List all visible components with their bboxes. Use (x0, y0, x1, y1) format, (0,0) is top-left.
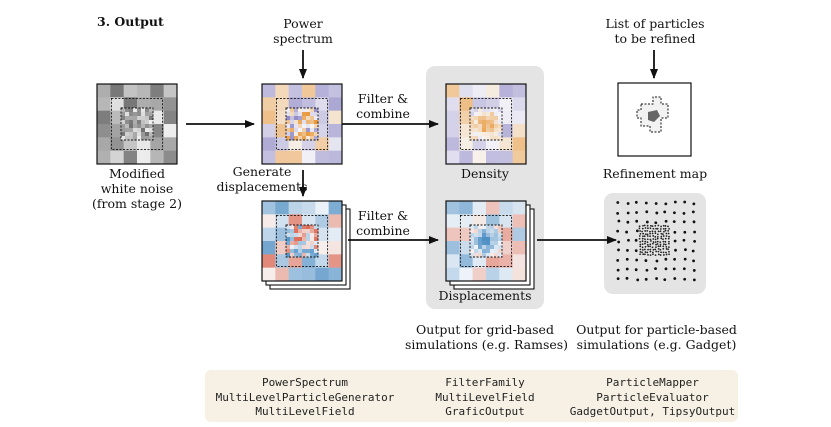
displacements-label: Displacements (438, 288, 532, 303)
particle-output-panel (604, 193, 706, 294)
power-spectrum-tile (261, 83, 343, 165)
particle-cloud (616, 200, 697, 282)
displacement-stack-tile (261, 200, 351, 290)
section-title: 3. Output (97, 14, 164, 29)
code-column-1: PowerSpectrum MultiLevelParticleGenerato… (215, 376, 395, 418)
white-noise-tile (96, 83, 178, 165)
output-particle-label: Output for particle-based simulations (e… (576, 322, 737, 352)
code-column-3: ParticleMapper ParticleEvaluator GadgetO… (569, 376, 736, 418)
refinement-map-label: Refinement map (602, 166, 708, 181)
output-grid-label: Output for grid-based simulations (e.g. … (405, 322, 569, 352)
displacement-output-tile (445, 200, 535, 290)
generate-displacements-label: Generate displacements (216, 164, 308, 194)
modified-white-noise-label: Modified white noise (from stage 2) (92, 166, 182, 211)
density-label: Density (461, 166, 509, 181)
code-class-panel (205, 370, 738, 422)
density-tile (445, 83, 527, 165)
filter-combine-bottom-label: Filter & combine (356, 208, 410, 238)
code-column-2: FilterFamily MultiLevelField GraficOutpu… (435, 376, 535, 418)
refinement-map-tile (617, 82, 692, 157)
filter-combine-top-label: Filter & combine (356, 91, 410, 121)
list-of-particles-label: List of particles to be refined (605, 16, 705, 46)
power-spectrum-label: Power spectrum (273, 16, 333, 46)
